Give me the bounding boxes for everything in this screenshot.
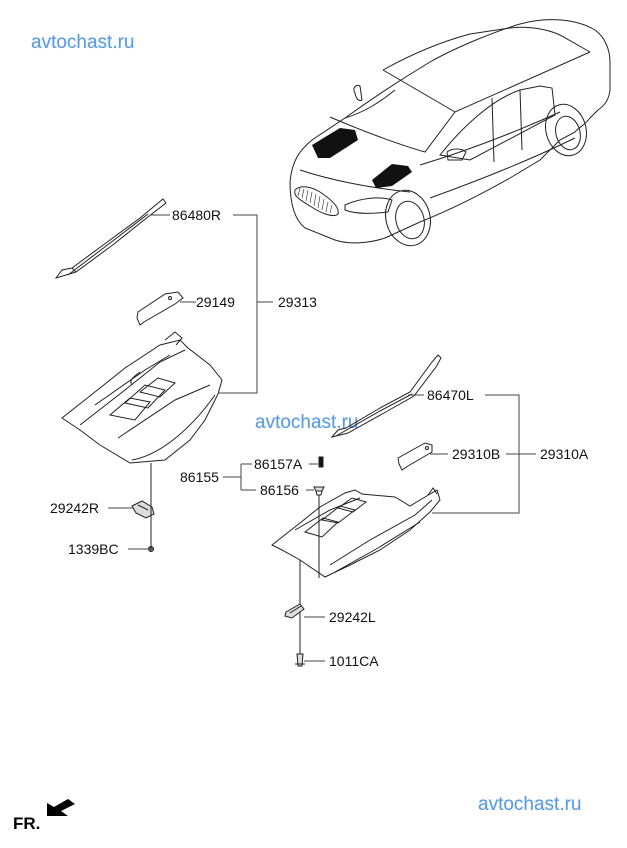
part-86470l-drawing: [330, 354, 442, 438]
part-29310b-drawing: [397, 442, 433, 471]
watermark-middle: avtochast.ru: [255, 412, 359, 433]
part-label-29310b[interactable]: 29310B: [452, 446, 501, 462]
group-label-86155[interactable]: 86155: [180, 469, 219, 485]
part-29310a-panel-drawing: [271, 487, 441, 578]
part-29149-drawing: [136, 291, 184, 326]
watermark-top: avtochast.ru: [31, 32, 135, 53]
watermark-bottom: avtochast.ru: [478, 794, 582, 815]
group-label-29313[interactable]: 29313: [278, 294, 317, 310]
part-1011ca-drawing: [295, 653, 305, 667]
car-overview-icon: [289, 19, 611, 247]
part-label-86480r[interactable]: 86480R: [172, 207, 222, 223]
part-label-86470l[interactable]: 86470L: [427, 387, 474, 403]
front-direction-arrow-icon: [47, 799, 75, 816]
part-86480r-drawing: [54, 198, 167, 279]
part-86157a-drawing: [318, 456, 324, 468]
part-label-1011ca[interactable]: 1011CA: [329, 653, 379, 669]
part-label-29242r[interactable]: 29242R: [50, 500, 100, 516]
part-label-29242l[interactable]: 29242L: [329, 609, 376, 625]
group-label-29310a[interactable]: 29310A: [540, 446, 589, 462]
front-orientation-label: FR.: [13, 814, 41, 833]
part-29242l-drawing: [284, 603, 305, 619]
part-label-86157a[interactable]: 86157A: [254, 456, 303, 472]
leader-lines-29313: [108, 214, 273, 550]
part-29313-panel-drawing: [61, 331, 223, 464]
part-label-86156[interactable]: 86156: [260, 482, 299, 498]
leader-lines-29310a: [223, 394, 536, 662]
part-label-29149[interactable]: 29149: [196, 294, 235, 310]
part-label-1339bc[interactable]: 1339BC: [68, 541, 119, 557]
part-29242r-drawing: [131, 500, 155, 519]
part-86156-drawing: [313, 486, 325, 496]
